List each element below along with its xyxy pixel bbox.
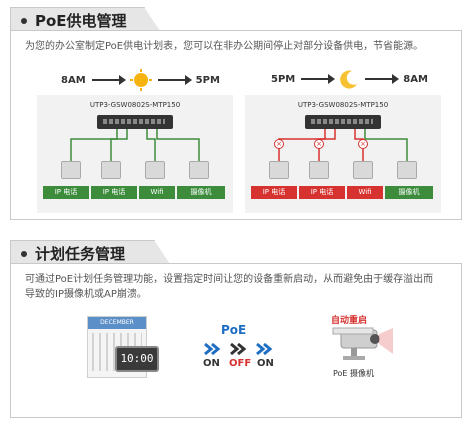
device-label: IP 电话 [299,186,345,199]
status-off: OFF [229,358,252,369]
digital-clock: 10:00 [115,346,159,372]
network-diagram-day: UTP3-GSW0802S-MTP150 IP 电话 IP 电话 Wifi 摄像… [37,95,233,213]
end-time: 5PM [195,74,220,86]
schedule-day: 8AM 5PM [61,69,220,91]
switch-icon [97,115,173,129]
sun-icon [129,69,152,91]
switch-model: UTP3-GSW0802S-MTP150 [297,101,389,109]
schedule-night: 5PM 8AM [271,69,428,89]
moon-icon [340,70,358,89]
flow-arrows-icon [204,342,273,356]
section-description-line1: 可通过PoE计划任务管理功能，设置指定时间让您的设备重新启动，从而避免由于缓存溢… [25,274,434,285]
phone-icon [309,161,329,179]
device-label: Wifi [139,186,175,199]
phone-icon [101,161,121,179]
status-on: ON [203,358,220,369]
arrow-icon [365,74,400,84]
status-on: ON [257,358,274,369]
device-label: IP 电话 [91,186,137,199]
disconnect-icon: × [358,139,368,149]
bullet-icon [21,250,27,257]
disconnect-icon: × [314,139,324,149]
device-label: 摄像机 [385,186,433,199]
phone-icon [61,161,81,179]
network-diagram-night: UTP3-GSW0802S-MTP150 × × × IP 电话 IP 电话 W… [245,95,441,213]
restart-label: 自动重启 [331,316,368,326]
camera-icon [332,327,393,360]
calendar-month: DECEMBER [88,317,146,329]
arrow-icon [301,74,336,84]
poe-label: PoE [221,323,247,337]
camera-icon [189,161,209,179]
device-label: IP 电话 [43,186,89,199]
bullet-icon [21,17,27,24]
section-header-schedule: 计划任务管理 [10,240,172,267]
switch-model: UTP3-GSW0802S-MTP150 [89,101,181,109]
wifi-ap-icon [145,161,165,179]
start-time: 8AM [61,74,86,86]
section-description: 为您的办公室制定PoE供电计划表，您可以在非办公期间停止对部分设备供电，节省能源… [25,41,424,52]
disconnect-icon: × [274,139,284,149]
end-time: 8AM [403,73,428,85]
camera-icon [397,161,417,179]
camera-label: PoE 摄像机 [333,369,375,378]
switch-icon [305,115,381,129]
arrow-icon [91,75,126,85]
connection-lines [70,129,200,161]
section-poe-power: 为您的办公室制定PoE供电计划表，您可以在非办公期间停止对部分设备供电，节省能源… [10,30,462,220]
device-label: 摄像机 [177,186,225,199]
phone-icon [269,161,289,179]
section-scheduled-tasks: 可通过PoE计划任务管理功能，设置指定时间让您的设备重新启动，从而避免由于缓存溢… [10,263,462,418]
start-time: 5PM [271,73,296,85]
wifi-ap-icon [353,161,373,179]
device-label: Wifi [347,186,383,199]
section-title: PoE供电管理 [35,12,127,30]
arrow-icon [157,75,192,85]
section-title: 计划任务管理 [35,245,126,263]
device-label: IP 电话 [251,186,297,199]
section-description-line2: 导致的IP摄像机或AP崩溃。 [25,289,147,300]
section-header-poe: PoE供电管理 [10,7,162,34]
